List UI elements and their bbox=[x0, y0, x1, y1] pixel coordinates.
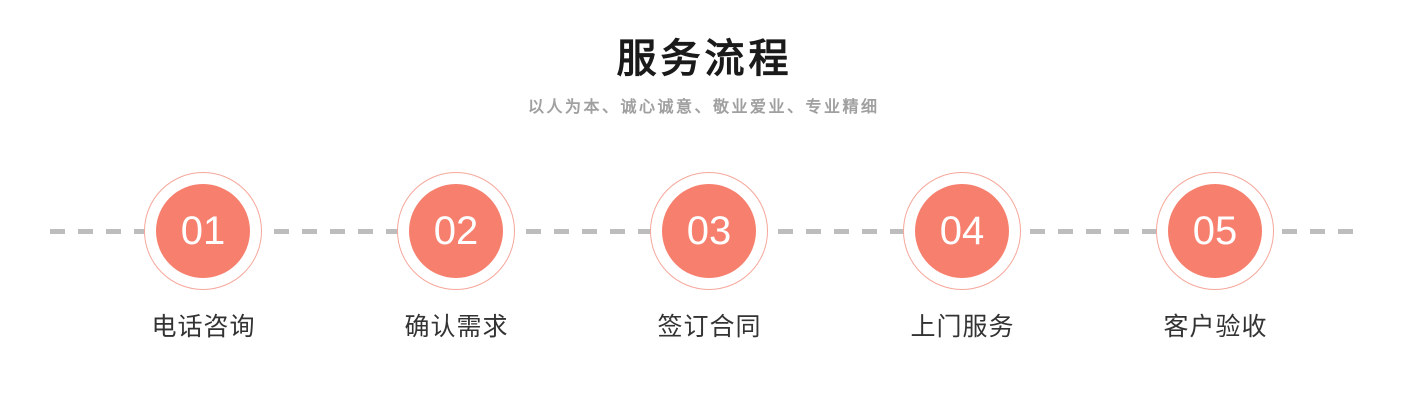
step-number-03: 03 bbox=[686, 209, 732, 253]
page-title: 服务流程 bbox=[616, 37, 793, 81]
step-label-05: 客户验收 bbox=[1163, 313, 1268, 341]
step-disc-02: 02 bbox=[409, 184, 503, 278]
flow-step-04[interactable]: 04 上门服务 bbox=[862, 160, 1062, 344]
process-flow: 01 电话咨询 02 确认需求 03 签订合同 bbox=[0, 160, 1405, 360]
flow-step-03[interactable]: 03 签订合同 bbox=[609, 160, 809, 344]
flow-step-02[interactable]: 02 确认需求 bbox=[356, 160, 556, 344]
step-badge-02: 02 bbox=[397, 172, 515, 290]
step-number-02: 02 bbox=[433, 209, 479, 253]
step-badge-04: 04 bbox=[903, 172, 1021, 290]
step-badge-01: 01 bbox=[144, 172, 262, 290]
step-disc-01: 01 bbox=[156, 184, 250, 278]
step-label-02: 确认需求 bbox=[404, 313, 509, 341]
step-number-04: 04 bbox=[939, 209, 985, 253]
step-badge-03: 03 bbox=[650, 172, 768, 290]
step-disc-03: 03 bbox=[662, 184, 756, 278]
flow-step-01[interactable]: 01 电话咨询 bbox=[103, 160, 303, 344]
step-label-04: 上门服务 bbox=[910, 313, 1015, 341]
flow-step-05[interactable]: 05 客户验收 bbox=[1115, 160, 1315, 344]
step-label-03: 签订合同 bbox=[657, 313, 762, 341]
step-number-01: 01 bbox=[180, 209, 226, 253]
step-number-05: 05 bbox=[1192, 209, 1238, 253]
step-disc-05: 05 bbox=[1168, 184, 1262, 278]
page-subtitle: 以人为本、诚心诚意、敬业爱业、专业精细 bbox=[527, 99, 880, 116]
step-badge-05: 05 bbox=[1156, 172, 1274, 290]
step-label-01: 电话咨询 bbox=[151, 313, 256, 341]
step-disc-04: 04 bbox=[915, 184, 1009, 278]
